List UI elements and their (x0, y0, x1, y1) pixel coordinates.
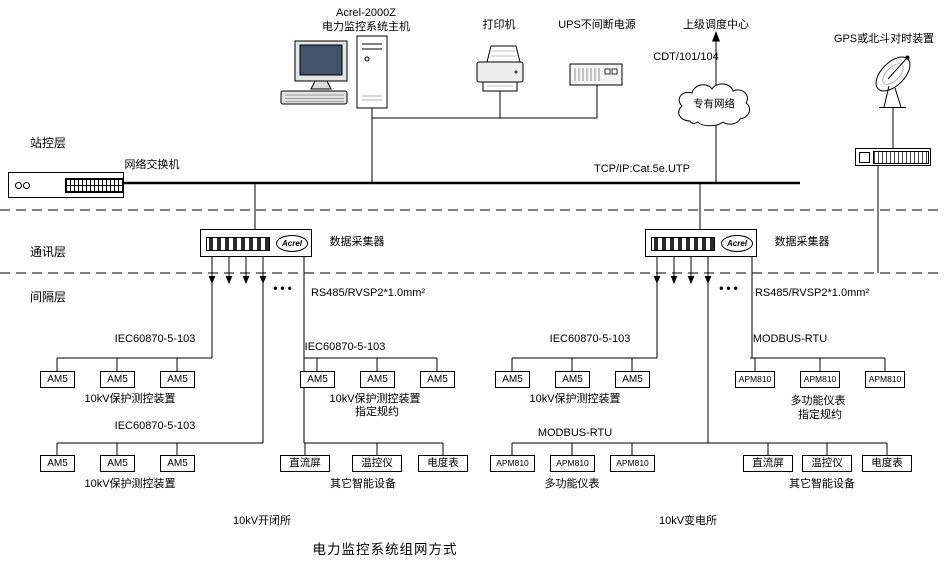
collector-label-left: 数据采集器 (329, 236, 385, 248)
device-box: 温控仪 (352, 455, 402, 472)
group-caption: 其它智能设备 (330, 478, 396, 490)
group-caption: 10kV保护测控装置 (329, 393, 421, 405)
group-caption: 多功能仪表 (790, 395, 846, 407)
group-caption: 其它智能设备 (789, 478, 855, 490)
channel-ellipsis: ••• (273, 281, 295, 295)
device-box: 温控仪 (802, 455, 852, 472)
protocol-label: IEC60870-5-103 (549, 333, 631, 345)
device-box: 电度表 (862, 455, 912, 472)
switch-led-icon (15, 182, 22, 189)
collector-label-right: 数据采集器 (774, 236, 830, 248)
collector-ports-icon (651, 237, 715, 251)
device-box: APM810 (610, 455, 655, 472)
group-caption: 10kV保护测控装置 (84, 478, 176, 490)
group-caption: 多功能仪表 (544, 478, 600, 490)
device-box: AM5 (100, 371, 135, 388)
host-label: 电力监控系统主机 (322, 21, 410, 33)
switch-label: 网络交换机 (124, 159, 180, 171)
data-collector-right: Acrel (645, 229, 757, 257)
layer-label-station: 站控层 (30, 136, 67, 150)
rs485-label-right: RS485/RVSP2*1.0mm² (754, 287, 870, 299)
gps-receiver (855, 148, 931, 166)
device-box: APM810 (490, 455, 535, 472)
receiver-grille-icon (873, 151, 929, 164)
printer-icon (476, 45, 524, 92)
dispatch-center-label: 上级调度中心 (683, 19, 749, 31)
protocol-label: IEC60870-5-103 (114, 333, 196, 345)
device-box: AM5 (555, 371, 590, 388)
protocol-label: IEC60870-5-103 (304, 341, 386, 353)
device-box: AM5 (40, 455, 75, 472)
switch-ports-icon (65, 178, 123, 193)
diagram-title: 电力监控系统组网方式 (312, 542, 458, 557)
group-subcaption: 指定规约 (798, 409, 842, 421)
site-label-right: 10kV变电所 (658, 515, 718, 527)
bus-protocol-label: TCP/IP:Cat.5e.UTP (594, 163, 690, 175)
device-box: AM5 (100, 455, 135, 472)
device-box: APM810 (865, 371, 905, 388)
device-box: 直流屏 (743, 455, 793, 472)
channel-ellipsis: ••• (719, 281, 741, 295)
device-box: AM5 (160, 455, 195, 472)
group-caption: 10kV保护测控装置 (529, 393, 621, 405)
device-box: AM5 (615, 371, 650, 388)
data-collector-left: Acrel (200, 229, 312, 257)
private-network-cloud-icon (678, 83, 751, 127)
up-arrow-icon (712, 31, 720, 42)
receiver-button-icon (859, 152, 870, 163)
device-box: APM810 (550, 455, 595, 472)
network-switch (8, 172, 124, 198)
site-label-left: 10kV开闭所 (232, 515, 292, 527)
rs485-label-left: RS485/RVSP2*1.0mm² (310, 287, 426, 299)
printer-label: 打印机 (482, 19, 516, 31)
ups-icon (569, 63, 623, 86)
protocol-label: IEC60870-5-103 (114, 420, 196, 432)
device-box: APM810 (735, 371, 775, 388)
acrel-logo: Acrel (721, 235, 753, 252)
group-caption: 10kV保护测控装置 (84, 393, 176, 405)
satellite-dish-icon (875, 55, 911, 108)
device-box: AM5 (420, 371, 455, 388)
device-box: AM5 (495, 371, 530, 388)
cloud-label: 专有网络 (693, 98, 735, 110)
device-box: AM5 (40, 371, 75, 388)
layer-label-comm: 通讯层 (30, 245, 67, 259)
protocol-label: MODBUS-RTU (752, 333, 828, 345)
device-box: AM5 (160, 371, 195, 388)
device-box: AM5 (300, 371, 335, 388)
host-name-label: Acrel-2000Z (336, 7, 396, 19)
device-box: APM810 (800, 371, 840, 388)
host-computer-icon (280, 35, 388, 109)
acrel-logo: Acrel (276, 235, 308, 252)
device-box: 直流屏 (280, 455, 330, 472)
collector-ports-icon (206, 237, 270, 251)
gps-label: GPS或北斗对时装置 (833, 33, 935, 45)
switch-led-icon (23, 182, 30, 189)
device-box: AM5 (360, 371, 395, 388)
dispatch-protocol-label: CDT/101/104 (653, 51, 719, 63)
device-box: 电度表 (418, 455, 468, 472)
layer-label-bay: 间隔层 (30, 290, 67, 304)
protocol-label: MODBUS-RTU (537, 427, 613, 439)
group-subcaption: 指定规约 (355, 406, 399, 418)
ups-label: UPS不间断电源 (558, 19, 636, 31)
